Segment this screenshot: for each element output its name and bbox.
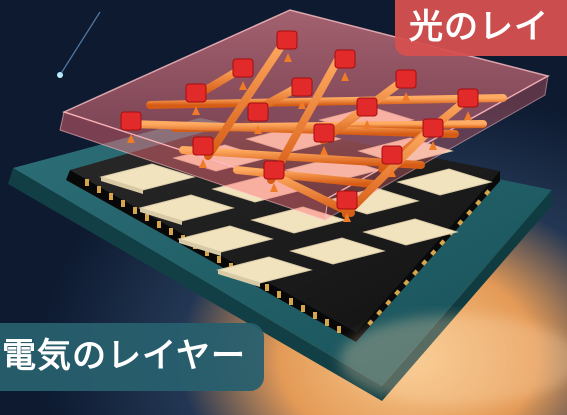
- star-streak: [59, 11, 101, 76]
- downward-light-drops: [127, 53, 472, 222]
- optical-nodes: [120, 30, 479, 210]
- electrical-layer-label: 電気のレイヤー: [0, 323, 264, 391]
- warm-glow: [340, 315, 567, 405]
- optical-layer-label: 光のレイ: [395, 0, 567, 56]
